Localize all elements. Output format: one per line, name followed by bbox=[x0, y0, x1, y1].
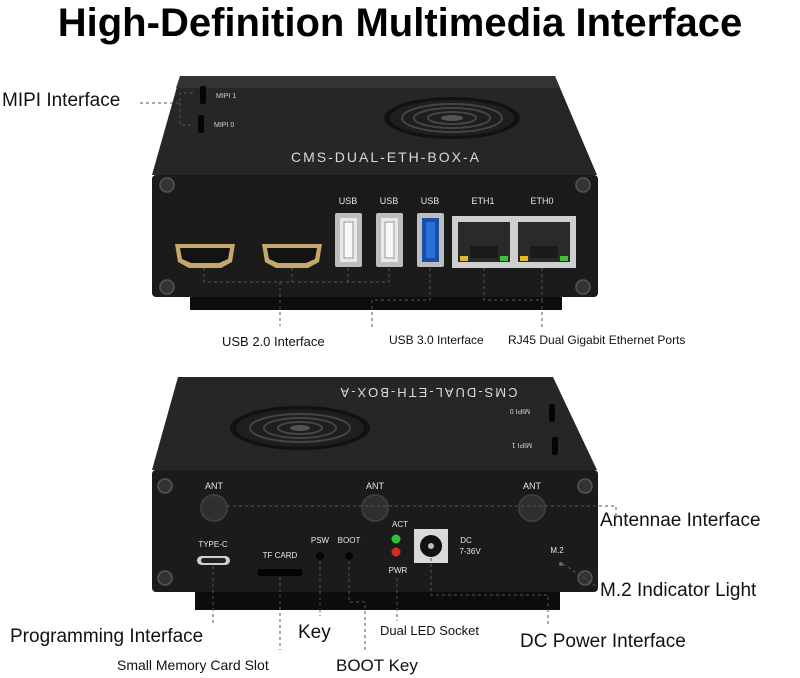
dc-label-line2: 7-36V bbox=[459, 547, 481, 556]
act-label: ACT bbox=[392, 520, 408, 529]
leader-lines bbox=[140, 92, 617, 650]
callout-mipi: MIPI Interface bbox=[2, 90, 121, 111]
bottom-mipi-1-text: MIPI 1 bbox=[512, 441, 532, 448]
pwr-led bbox=[391, 547, 401, 557]
dc-label-line1: DC bbox=[460, 536, 472, 545]
bottom-device: CMS-DUAL-ETH-BOX-A MIPI 0 MIPI 1 ANT ANT… bbox=[152, 377, 598, 610]
m2-led bbox=[559, 562, 563, 566]
antenna-left bbox=[200, 494, 228, 522]
usb2-port-2 bbox=[376, 213, 403, 267]
top-screws bbox=[159, 177, 591, 295]
usb2-port-1 bbox=[335, 213, 362, 267]
callout-programming: Programming Interface bbox=[10, 626, 204, 647]
bottom-model-text: CMS-DUAL-ETH-BOX-A bbox=[338, 385, 517, 400]
boot-button bbox=[345, 552, 353, 560]
hdmi-port-1 bbox=[175, 244, 235, 268]
tf-card-slot bbox=[258, 569, 302, 576]
callout-m2-light: M.2 Indicator Light bbox=[600, 580, 757, 601]
ant-left-label: ANT bbox=[205, 481, 224, 491]
bottom-mipi-0-text: MIPI 0 bbox=[510, 407, 530, 414]
mipi-slot-0 bbox=[198, 115, 204, 133]
ant-mid-label: ANT bbox=[366, 481, 385, 491]
m2-label: M.2 bbox=[550, 546, 564, 555]
antenna-right bbox=[518, 494, 546, 522]
callout-memory-slot: Small Memory Card Slot bbox=[117, 657, 269, 673]
type-c-label: TYPE-C bbox=[198, 540, 228, 549]
callout-boot-key: BOOT Key bbox=[336, 656, 418, 675]
page-title: High-Definition Multimedia Interface bbox=[57, 1, 743, 45]
psw-button bbox=[316, 552, 324, 560]
usb-a-label: USB bbox=[339, 196, 358, 206]
eth1-label: ETH1 bbox=[471, 196, 494, 206]
boot-label: BOOT bbox=[338, 536, 361, 545]
callout-usb3: USB 3.0 Interface bbox=[389, 333, 484, 347]
antenna-mid bbox=[361, 494, 389, 522]
ethernet-ports bbox=[452, 216, 576, 268]
mipi-slot-1 bbox=[200, 86, 206, 104]
callout-key: Key bbox=[298, 622, 331, 643]
callout-usb2: USB 2.0 Interface bbox=[222, 334, 325, 349]
top-device: MIPI 1 MIPI 0 CMS-DUAL-ETH-BOX-A USB USB… bbox=[152, 76, 598, 310]
psw-label: PSW bbox=[311, 536, 330, 545]
hdmi-port-2 bbox=[262, 244, 322, 268]
callout-rj45: RJ45 Dual Gigabit Ethernet Ports bbox=[508, 333, 686, 347]
callout-dc-power: DC Power Interface bbox=[520, 631, 686, 652]
pwr-label: PWR bbox=[389, 566, 408, 575]
usb3-port bbox=[417, 213, 444, 267]
bottom-fan-grille bbox=[230, 406, 370, 450]
eth0-label: ETH0 bbox=[530, 196, 553, 206]
callout-antennae: Antennae Interface bbox=[600, 510, 761, 531]
ant-right-label: ANT bbox=[523, 481, 542, 491]
tf-card-label: TF CARD bbox=[263, 551, 298, 560]
fan-grille bbox=[384, 97, 520, 139]
usb-b-label: USB bbox=[380, 196, 399, 206]
bottom-screws bbox=[157, 478, 593, 586]
act-led bbox=[391, 534, 401, 544]
mipi-0-text: MIPI 0 bbox=[214, 122, 234, 129]
usb-c-label: USB bbox=[421, 196, 440, 206]
callout-dual-led: Dual LED Socket bbox=[380, 623, 479, 638]
top-model-text: CMS-DUAL-ETH-BOX-A bbox=[291, 149, 481, 165]
mipi-1-text: MIPI 1 bbox=[216, 93, 236, 100]
